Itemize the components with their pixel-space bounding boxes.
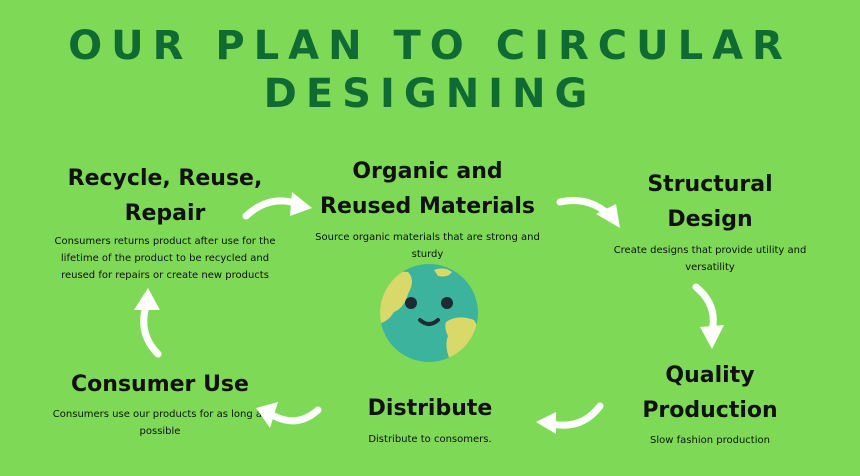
step-title: Production: [642, 398, 778, 423]
step-description: Consumers use our products for as long a…: [52, 409, 268, 420]
page-title-line-1: OUR PLAN TO CIRCULAR: [68, 23, 792, 69]
step-description: reused for repairs or create new product…: [61, 270, 269, 281]
step-description: lifetime of the product to be recycled a…: [60, 253, 270, 264]
step-title: Distribute: [367, 396, 493, 421]
earth-icon: [380, 264, 478, 362]
curved-arrow-icon: [242, 192, 312, 220]
step-title: Recycle, Reuse,: [67, 166, 263, 191]
step-description: Consumers returns product after use for …: [54, 236, 276, 247]
step-title: Repair: [124, 201, 206, 226]
step-description: possible: [139, 426, 181, 437]
step-title: Quality: [665, 363, 755, 388]
step-description: Source organic materials that are strong…: [315, 232, 540, 243]
step-title: Structural: [647, 172, 773, 197]
step-title: Reused Materials: [320, 194, 535, 219]
step-description: Create designs that provide utility and: [613, 245, 807, 256]
step-description: Distribute to consomers.: [368, 434, 492, 445]
curved-arrow-icon: [256, 402, 322, 428]
step-title: Consumer Use: [71, 372, 249, 397]
step-title: Organic and: [352, 159, 503, 184]
step-title: Design: [667, 207, 753, 232]
step-description: versatility: [685, 262, 735, 273]
curved-arrow-icon: [536, 402, 604, 434]
step-description: Slow fashion production: [650, 435, 770, 446]
curved-arrow-icon: [692, 283, 724, 349]
curved-arrow-icon: [134, 288, 162, 358]
page-title-line-2: DESIGNING: [263, 71, 597, 117]
step-description: sturdy: [411, 249, 444, 260]
curved-arrow-icon: [556, 197, 620, 228]
